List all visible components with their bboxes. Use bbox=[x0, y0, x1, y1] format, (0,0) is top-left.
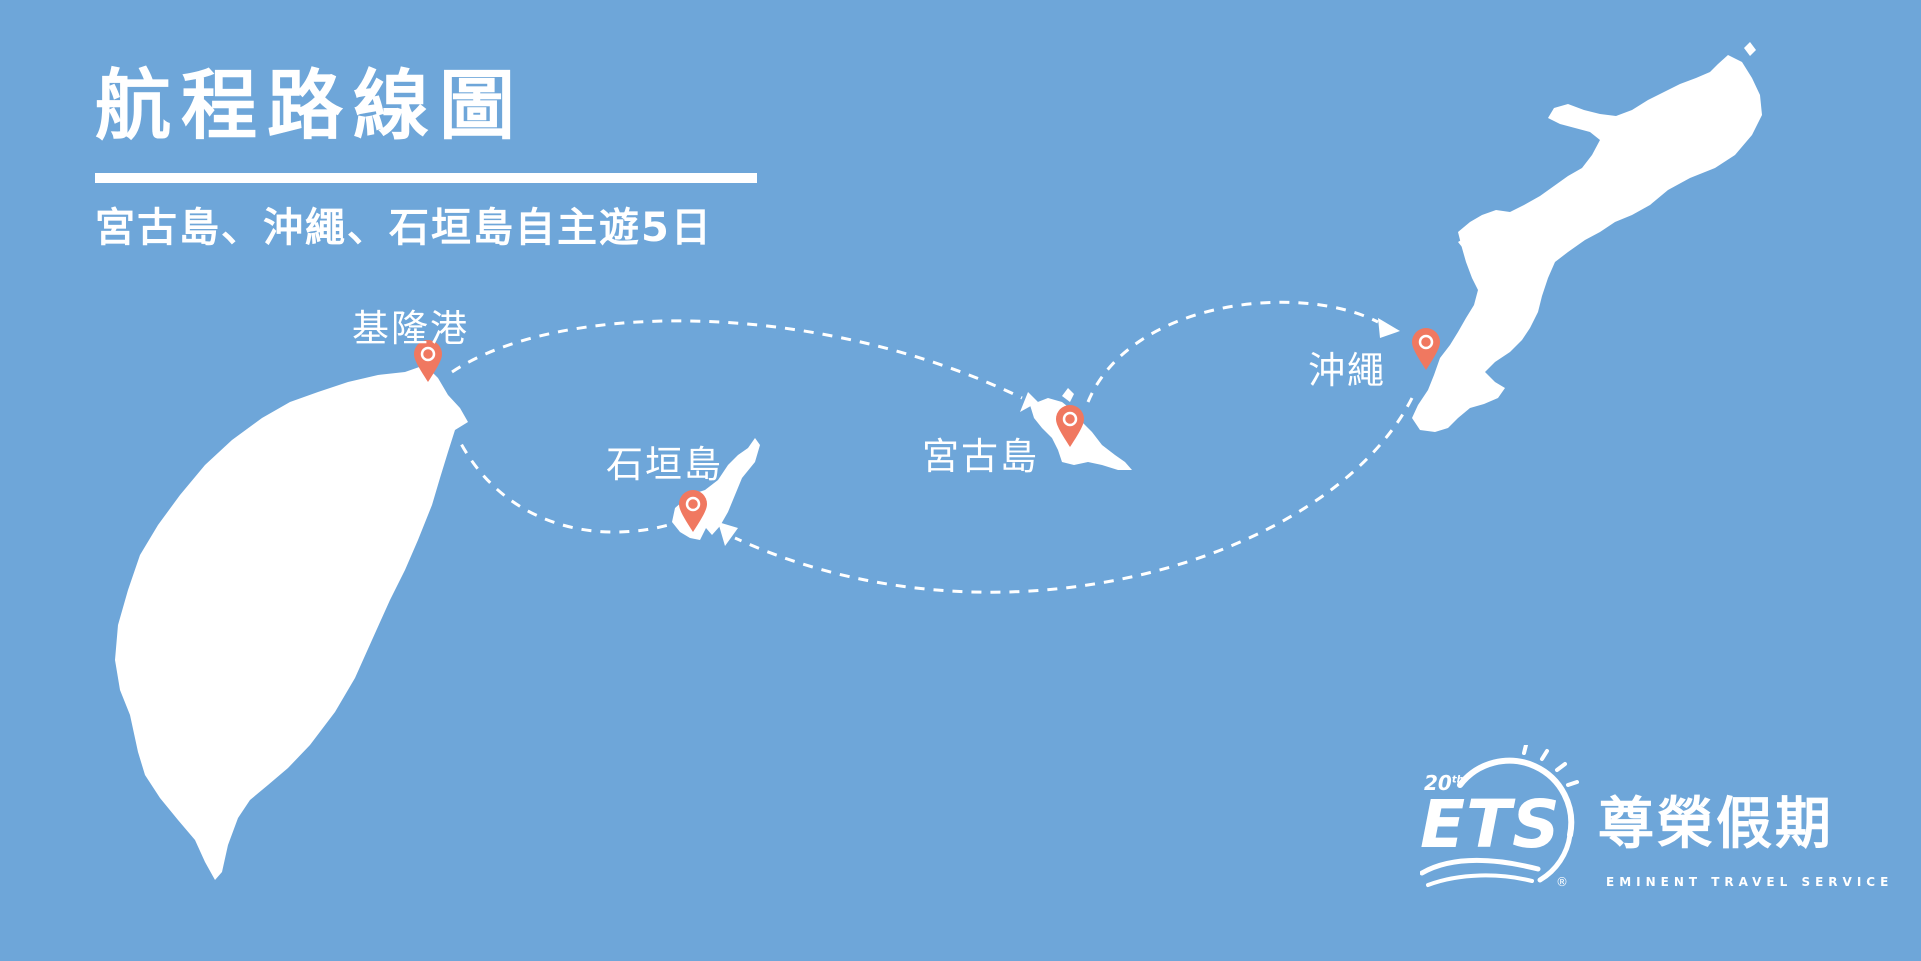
ets-logo: 20th ETS ® 尊榮假期 EMINENT TRAVEL SERVICE bbox=[1420, 745, 1888, 895]
miyako-island bbox=[1030, 398, 1132, 470]
logo-anniversary: 20th bbox=[1424, 771, 1464, 795]
logo-registered-mark: ® bbox=[1556, 875, 1568, 889]
marker-keelung bbox=[414, 340, 442, 382]
logo-brand-name: 尊榮假期 bbox=[1598, 792, 1834, 857]
title-underline bbox=[95, 173, 757, 183]
marker-miyako bbox=[1056, 405, 1084, 447]
logo-sun-icon bbox=[1420, 745, 1579, 887]
okinawa-island bbox=[1412, 55, 1762, 432]
route-arrowhead-okinawa bbox=[1378, 318, 1400, 338]
route-keelung-to-miyako bbox=[451, 319, 1023, 400]
logo-brand: ETS bbox=[1420, 786, 1561, 863]
logo-tagline: EMINENT TRAVEL SERVICE bbox=[1606, 875, 1894, 889]
marker-ishigaki bbox=[679, 490, 707, 532]
marker-okinawa bbox=[1412, 328, 1440, 370]
miyako-islet bbox=[1062, 388, 1074, 402]
page-subtitle: 宮古島、沖繩、石垣島自主遊5日 bbox=[95, 205, 713, 251]
label-okinawa: 沖繩 bbox=[1308, 349, 1386, 392]
okinawa-islet-west bbox=[1458, 236, 1474, 252]
route-arrowhead-miyako bbox=[1020, 392, 1038, 412]
route-okinawa-to-ishigaki bbox=[734, 397, 1414, 594]
okinawa-islet-north bbox=[1744, 42, 1756, 56]
label-keelung: 基隆港 bbox=[352, 307, 469, 350]
page-title: 航程路線圖 bbox=[95, 61, 525, 150]
label-miyako: 宮古島 bbox=[922, 435, 1039, 478]
taiwan-island bbox=[115, 365, 468, 880]
route-miyako-to-okinawa bbox=[1086, 300, 1379, 403]
label-ishigaki: 石垣島 bbox=[606, 443, 723, 486]
route-arrowhead-ishigaki bbox=[718, 522, 738, 546]
